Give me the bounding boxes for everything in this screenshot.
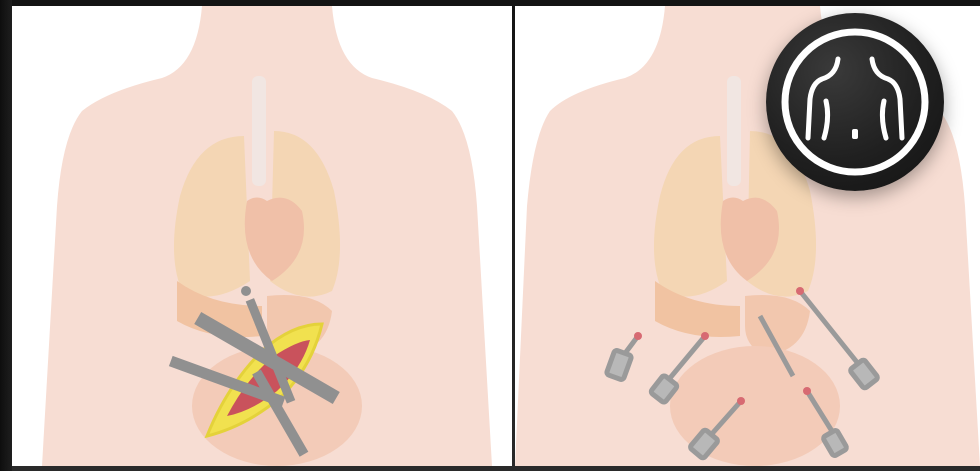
open-surgery-illustration bbox=[12, 6, 512, 466]
human-torso-icon bbox=[766, 13, 944, 191]
open-surgery-panel bbox=[12, 6, 512, 466]
torso-badge bbox=[766, 13, 944, 191]
frame-edge bbox=[0, 0, 12, 471]
